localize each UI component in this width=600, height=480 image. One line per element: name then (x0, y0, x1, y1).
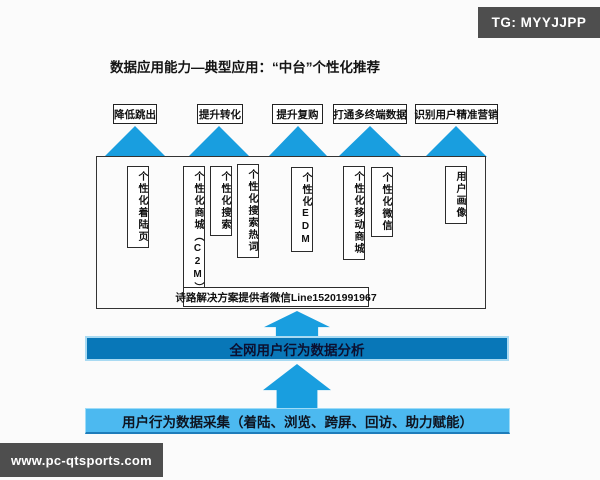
telegram-watermark: TG: MYYJJPP (478, 7, 600, 38)
outcome-box-repurchase: 提升复购 (272, 104, 323, 124)
up-arrow-icon (264, 311, 330, 337)
website-watermark: www.pc-qtsports.com (0, 443, 163, 477)
outcome-box-conversion: 提升转化 (197, 104, 243, 124)
collection-bar: 用户行为数据采集（着陆、浏览、跨屏、回访、助力赋能） (85, 408, 510, 434)
capability-box-search-hotwords: 个性化搜索热词 (237, 164, 259, 258)
up-arrow-icon (104, 126, 166, 157)
outcome-box-multiterminal: 打通多终端数据 (333, 104, 407, 124)
up-arrow-icon (263, 364, 331, 409)
up-arrow-icon (268, 126, 328, 157)
capability-box-wechat: 个性化微信 (371, 167, 393, 237)
capability-box-mall-c2m: 个性化商城（C2M） (183, 166, 205, 299)
outcome-box-precision-marketing: 识别用户精准营销 (415, 104, 499, 124)
capability-box-edm: 个性化EDM (291, 167, 313, 252)
page-title: 数据应用能力—典型应用：“中台”个性化推荐 (110, 60, 380, 75)
up-arrow-icon (338, 126, 402, 157)
up-arrow-icon (188, 126, 250, 157)
platform-container (96, 156, 486, 309)
capability-box-user-profile: 用户画像 (445, 166, 467, 224)
solution-provider-note: 诗路解决方案提供者微信Line15201991967 (175, 287, 377, 307)
capability-box-landing-page: 个性化着陆页 (127, 166, 149, 248)
capability-box-search: 个性化搜索 (210, 166, 232, 236)
outcome-box-bounce: 降低跳出 (113, 104, 157, 124)
analysis-bar: 全网用户行为数据分析 (85, 336, 509, 361)
up-arrow-icon (425, 126, 487, 157)
capability-box-mobile-mall: 个性化移动商城 (343, 166, 365, 260)
